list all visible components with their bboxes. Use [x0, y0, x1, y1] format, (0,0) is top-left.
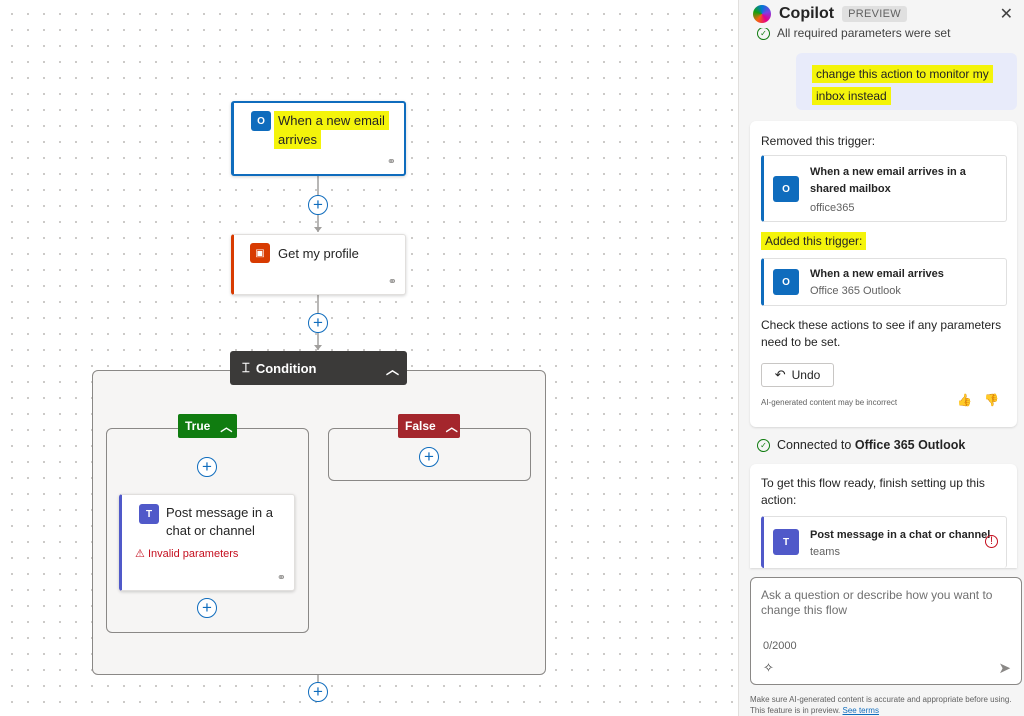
thumbs-down-icon[interactable]: 👎 — [984, 393, 999, 407]
true-label: True — [185, 419, 211, 433]
setup-text: To get this flow ready, finish setting u… — [761, 476, 985, 507]
false-branch-tag[interactable]: False ︿ — [398, 414, 460, 438]
added-trigger-connector: Office 365 Outlook — [810, 285, 901, 297]
action-card-get-my-profile[interactable]: ▣ Get my profile ⚭ — [231, 234, 406, 295]
undo-button[interactable]: ↶ Undo — [761, 363, 834, 387]
send-icon[interactable]: ➤ — [998, 660, 1011, 677]
condition-header[interactable]: ⌶ Condition ︿ — [230, 351, 407, 385]
add-step-button[interactable]: + — [308, 682, 328, 702]
preview-badge: PREVIEW — [842, 6, 907, 22]
check-actions-text: Check these actions to see if any parame… — [761, 318, 1002, 349]
link-icon: ⚭ — [387, 276, 397, 288]
trigger-title: When a new email arrives — [274, 111, 389, 149]
condition-icon: ⌶ — [242, 360, 250, 375]
chevron-up-icon[interactable]: ︿ — [220, 419, 233, 434]
compose-box: 0/2000 ✧ ➤ — [750, 577, 1022, 685]
footer-disclaimer: Make sure AI-generated content is accura… — [750, 695, 1012, 715]
add-step-button[interactable]: + — [308, 313, 328, 333]
added-trigger-label: Added this trigger: — [761, 232, 867, 250]
copilot-title: Copilot — [779, 5, 835, 22]
copilot-response: Removed this trigger: O When a new email… — [750, 121, 1017, 427]
true-branch-tag[interactable]: True ︿ — [178, 414, 237, 438]
add-step-button[interactable]: + — [197, 457, 217, 477]
close-icon[interactable]: ✕ — [999, 6, 1013, 23]
undo-icon: ↶ — [774, 367, 786, 382]
sparkle-icon[interactable]: ✧ — [763, 660, 774, 675]
setup-action-card[interactable]: T Post message in a chat or channel team… — [761, 516, 1007, 568]
trigger-card-new-email[interactable]: O When a new email arrives ⚭ — [231, 101, 406, 176]
removed-trigger-card[interactable]: O When a new email arrives in a shared m… — [761, 155, 1007, 222]
teams-title: Post message in a chat or channel — [166, 505, 273, 538]
added-trigger-title: When a new email arrives — [810, 268, 944, 280]
condition-title: Condition — [255, 360, 317, 376]
setup-action-connector: teams — [810, 546, 840, 558]
add-step-button[interactable]: + — [419, 447, 439, 467]
link-icon: ⚭ — [386, 156, 396, 168]
profile-title: Get my profile — [278, 246, 359, 261]
status-parameters-set: ✓ All required parameters were set — [757, 26, 950, 40]
setup-action-title: Post message in a chat or channel — [810, 529, 991, 541]
teams-icon: T — [773, 529, 799, 555]
outlook-icon: O — [773, 176, 799, 202]
office-icon: ▣ — [250, 243, 270, 263]
add-step-button[interactable]: + — [197, 598, 217, 618]
outlook-icon: O — [251, 111, 271, 131]
copilot-logo-icon — [753, 5, 771, 23]
removed-trigger-title: When a new email arrives in a shared mai… — [810, 166, 966, 195]
check-circle-icon: ✓ — [757, 438, 770, 452]
chevron-up-icon[interactable]: ︿ — [385, 362, 399, 377]
added-trigger-card[interactable]: O When a new email arrives Office 365 Ou… — [761, 258, 1007, 306]
setup-message: To get this flow ready, finish setting u… — [750, 464, 1017, 568]
action-card-post-message[interactable]: T Post message in a chat or channel ⚠ In… — [119, 494, 295, 591]
link-icon: ⚭ — [276, 572, 286, 584]
teams-icon: T — [139, 504, 159, 524]
see-terms-link[interactable]: See terms — [842, 706, 879, 715]
character-count: 0/2000 — [763, 640, 797, 652]
removed-trigger-label: Removed this trigger: — [761, 134, 876, 148]
error-icon: ! — [985, 535, 998, 548]
flow-canvas[interactable]: O When a new email arrives ⚭ + ▣ Get my … — [0, 0, 738, 716]
copilot-header: Copilot PREVIEW ✕ — [739, 0, 1024, 28]
add-step-button[interactable]: + — [308, 195, 328, 215]
ai-disclaimer: AI-generated content may be incorrect — [761, 398, 898, 407]
copilot-panel: ✓ All required parameters were set Copil… — [738, 0, 1024, 716]
invalid-parameters-warning: ⚠ Invalid parameters — [135, 548, 239, 560]
outlook-icon: O — [773, 269, 799, 295]
user-message: change this action to monitor my inbox i… — [796, 53, 1017, 110]
status-connected: ✓ Connected to Office 365 Outlook — [757, 438, 965, 452]
warning-icon: ⚠ — [135, 548, 145, 560]
check-circle-icon: ✓ — [757, 26, 770, 40]
prompt-input[interactable] — [761, 588, 1011, 628]
thumbs-up-icon[interactable]: 👍 — [957, 393, 972, 407]
false-label: False — [405, 419, 436, 433]
removed-trigger-connector: office365 — [810, 202, 855, 214]
chevron-up-icon[interactable]: ︿ — [445, 419, 458, 434]
